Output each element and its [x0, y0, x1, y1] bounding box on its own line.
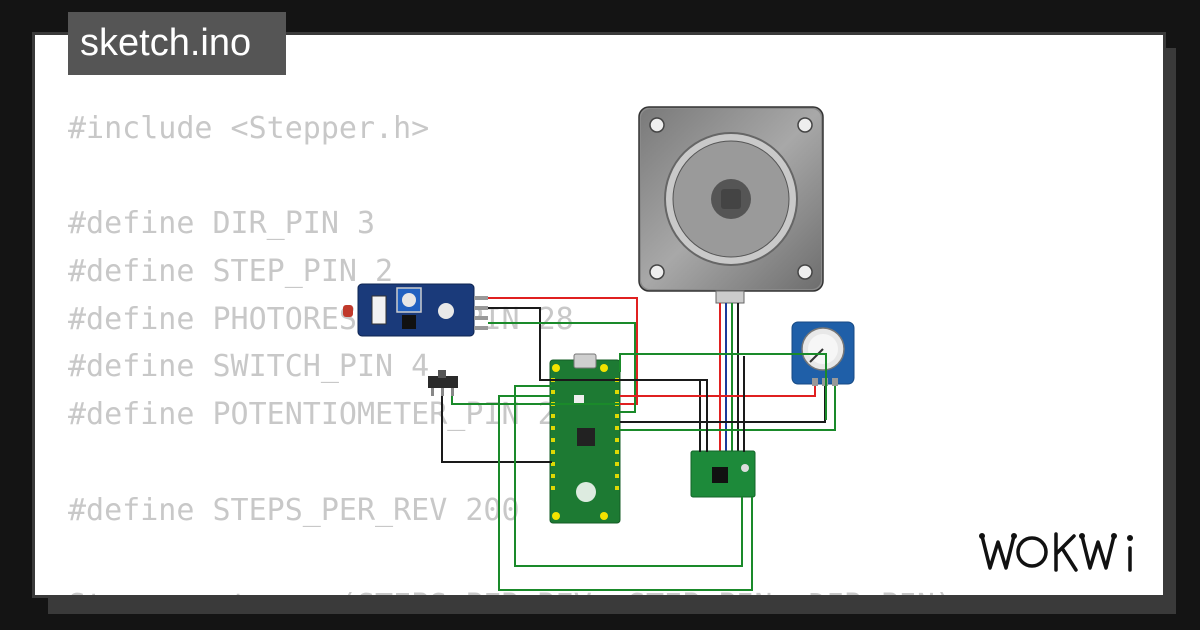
- screw-hole-icon: [649, 264, 665, 280]
- code-view: #include <Stepper.h> #define DIR_PIN 3 #de…: [68, 105, 971, 595]
- code-line: #define POTENTIOMETER_PIN 27: [68, 397, 574, 433]
- photoresistor-sensor[interactable]: [343, 283, 488, 337]
- wires: [441, 297, 836, 591]
- raspberry-logo-icon: [576, 482, 596, 502]
- code-line: #define STEPS_PER_REV 200: [68, 492, 520, 528]
- wokwi-logo: [978, 528, 1148, 581]
- screw-hole-icon: [649, 117, 665, 133]
- code-line: #include <Stepper.h>: [68, 111, 430, 146]
- code-line: #define SWITCH_PIN 4: [68, 349, 430, 385]
- code-line: #define STEP_PIN 2: [68, 254, 394, 290]
- slide-switch[interactable]: [428, 370, 458, 396]
- motor-wires: [719, 303, 739, 452]
- code-line: #define DIR_PIN 3: [68, 206, 376, 242]
- file-name-badge: sketch.ino: [68, 12, 286, 75]
- screw-hole-icon: [797, 264, 813, 280]
- a4988-driver[interactable]: [690, 450, 756, 498]
- circuit-diagram: [343, 106, 855, 591]
- wokwi-logo-icon: [979, 532, 1133, 572]
- preview-card: #include <Stepper.h> #define DIR_PIN 3 #de…: [32, 32, 1166, 598]
- code-line: Stepper stepper(STEPS_PER_REV, STEP_PIN,…: [68, 582, 971, 595]
- raspberry-pi-pico-board[interactable]: [549, 353, 621, 524]
- screw-hole-icon: [797, 117, 813, 133]
- stepper-motor[interactable]: [638, 106, 824, 304]
